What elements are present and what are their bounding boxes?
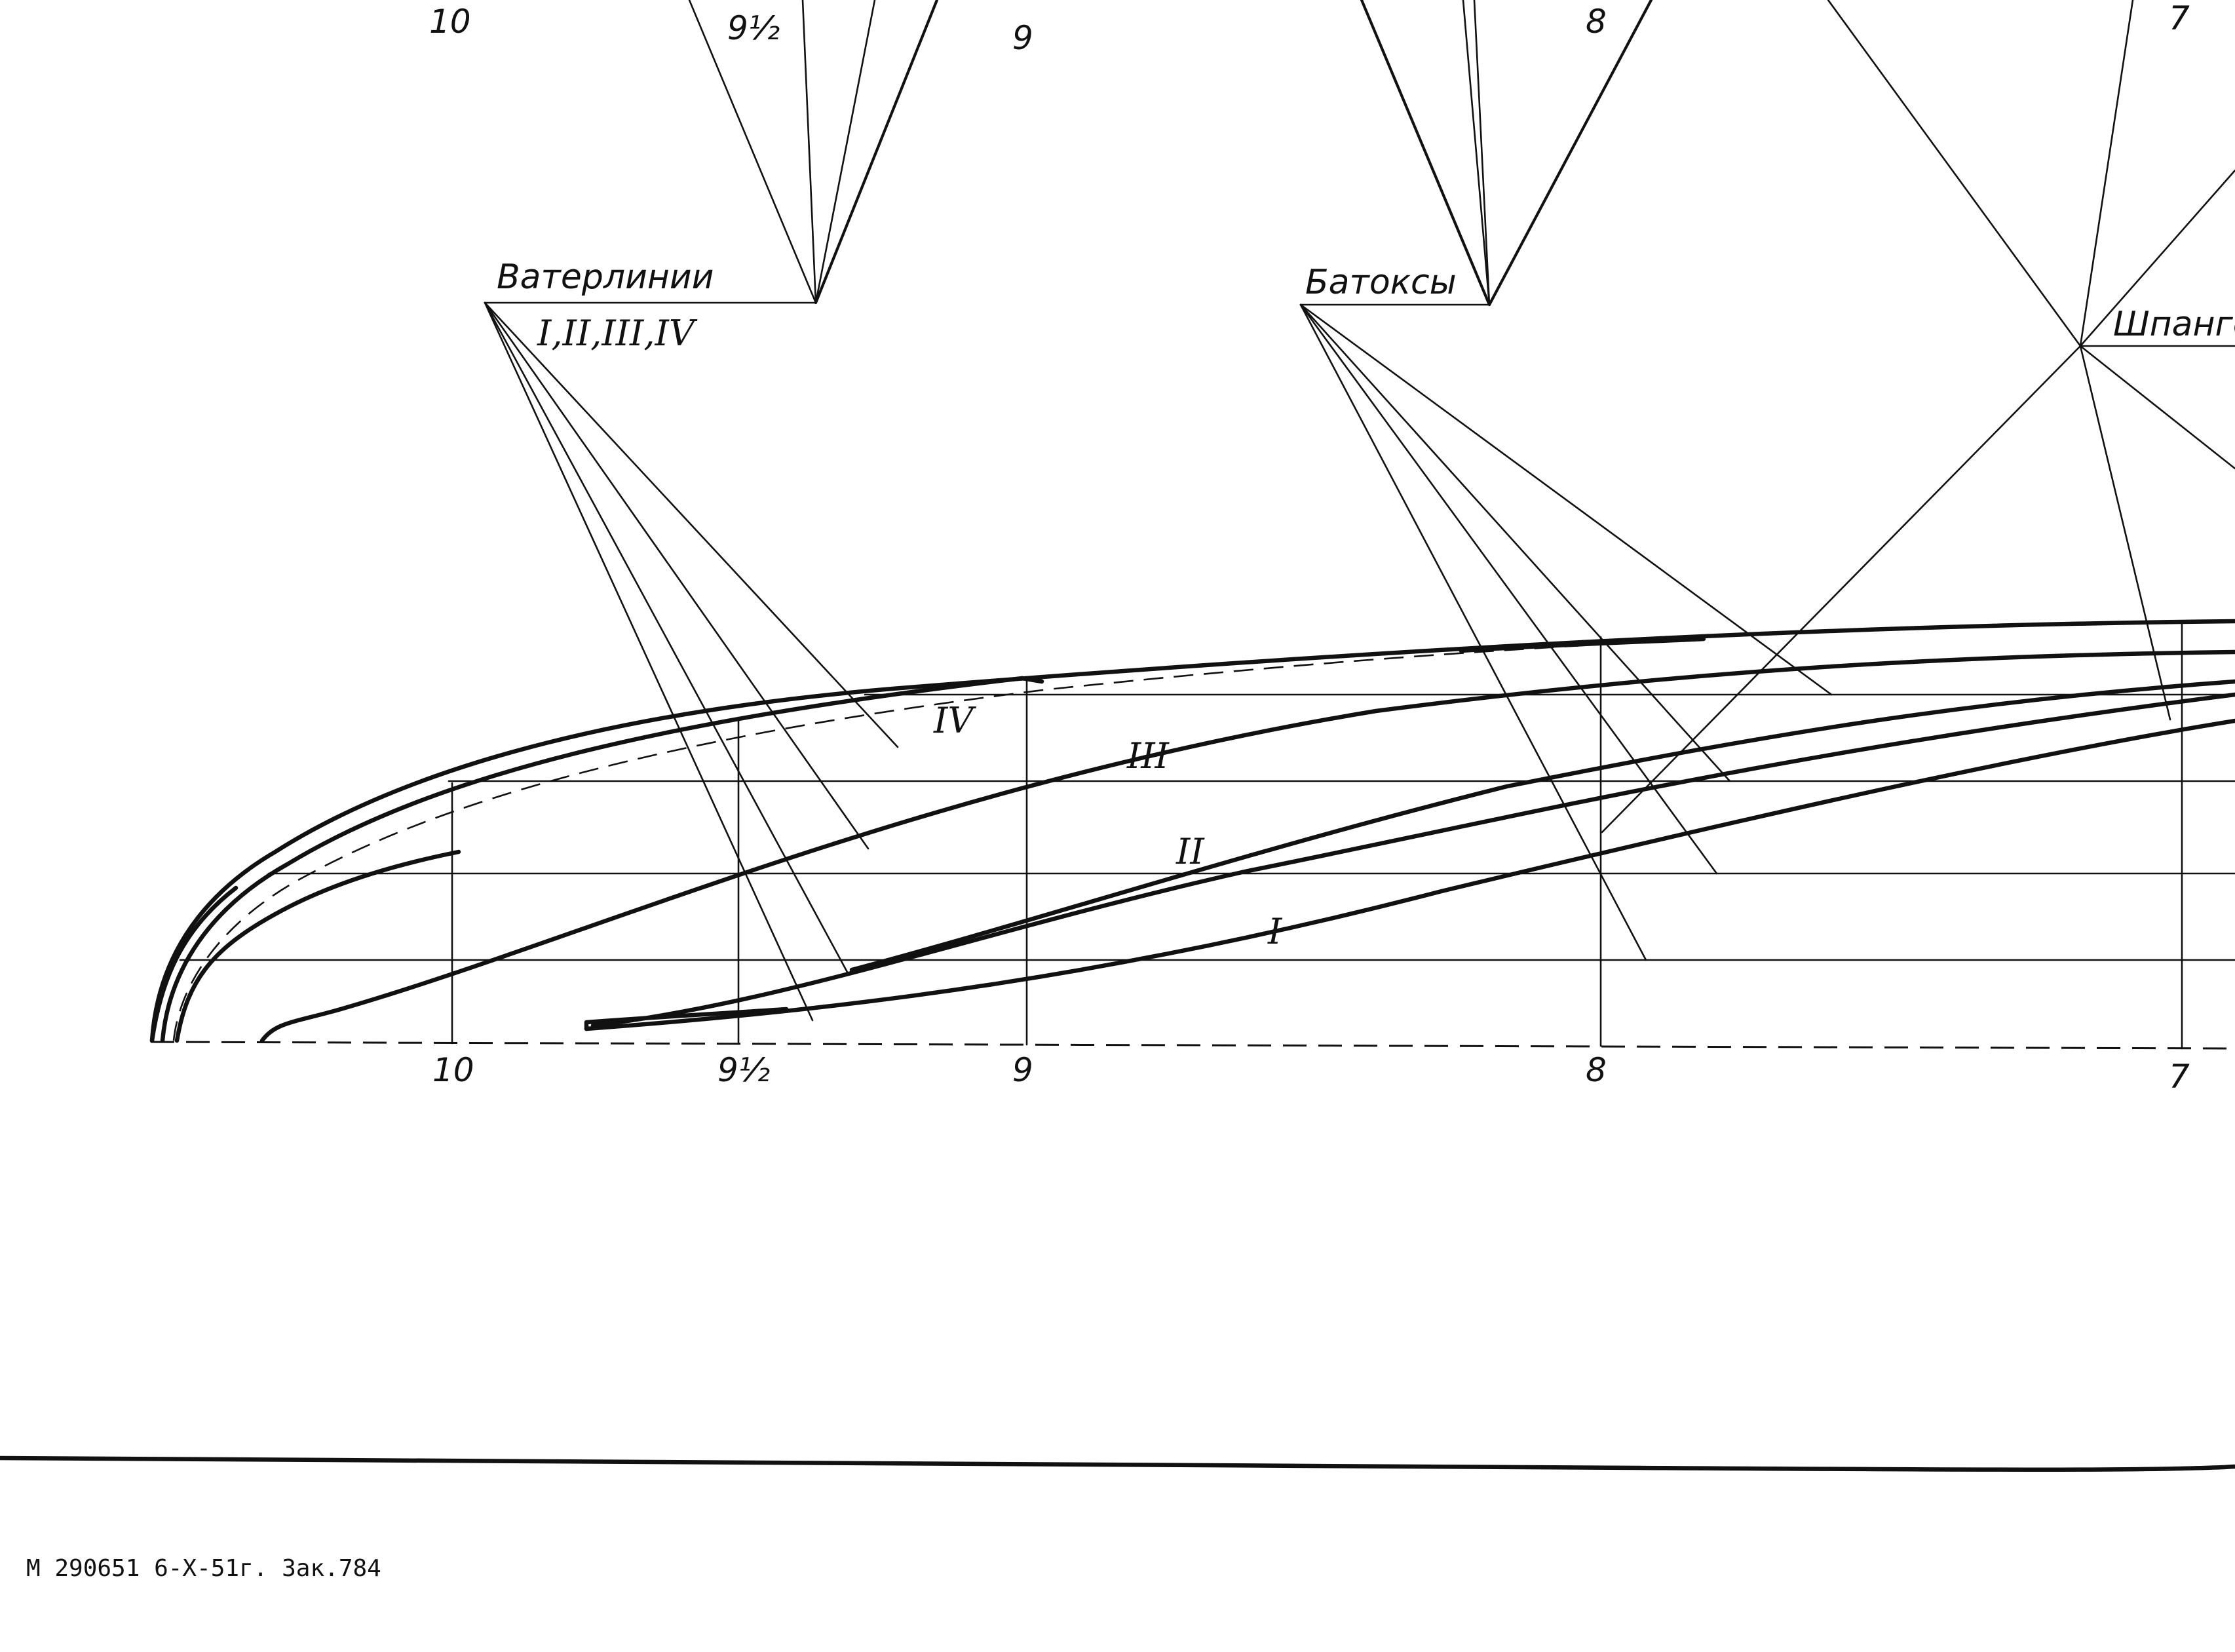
buttock-lines [259, 649, 2235, 1043]
print-imprint: М 290651 6-X-51г. Зак.784 [26, 1555, 381, 1582]
waterlines-label: Ватерлинии [497, 258, 714, 297]
waterlines-callout: Ватерлинии I,II,III,IV [484, 258, 899, 1022]
buttock-line-I [584, 718, 2235, 1031]
baseline-station-7: 7 [2169, 1058, 2190, 1096]
baseline-station-8: 8 [1586, 1051, 1607, 1089]
top-station-7: 7 [2169, 0, 2190, 37]
baseline-station-10: 10 [432, 1051, 474, 1089]
leader-fan-stations-9 [688, 0, 939, 305]
buttock-line-II [590, 692, 2235, 1028]
top-station-9-half: 9½ [727, 9, 780, 47]
waterlines-numerals-label: I,II,III,IV [537, 313, 698, 354]
buttocks-label: Батоксы [1305, 263, 1457, 302]
sheet-border-line [0, 1455, 2235, 1472]
sheer-lines [149, 619, 2235, 1043]
top-station-8: 8 [1586, 3, 1607, 41]
leader-fan-frames [1601, 0, 2235, 834]
stem-curves [149, 849, 461, 1043]
buttocks-callout: Батоксы [1299, 263, 1833, 961]
line-label-III: III [1126, 735, 1170, 777]
baseline-station-9-half: 9½ [717, 1051, 770, 1089]
baseline-station-9: 9 [1012, 1051, 1033, 1089]
waterline-grid [179, 693, 2235, 961]
line-label-I: I [1267, 911, 1283, 952]
station-verticals [451, 621, 2183, 1050]
baseline [150, 1041, 2235, 1050]
buttock-line-III [849, 679, 2235, 972]
line-label-IV: IV [933, 700, 976, 741]
buttock-line-IV [259, 649, 2235, 1043]
line-label-II: II [1175, 831, 1205, 872]
top-station-9: 9 [1012, 19, 1033, 57]
frames-label: Шпанго [2113, 305, 2235, 344]
leader-fan-stations-8 [1360, 0, 1653, 307]
top-station-10: 10 [429, 3, 471, 41]
